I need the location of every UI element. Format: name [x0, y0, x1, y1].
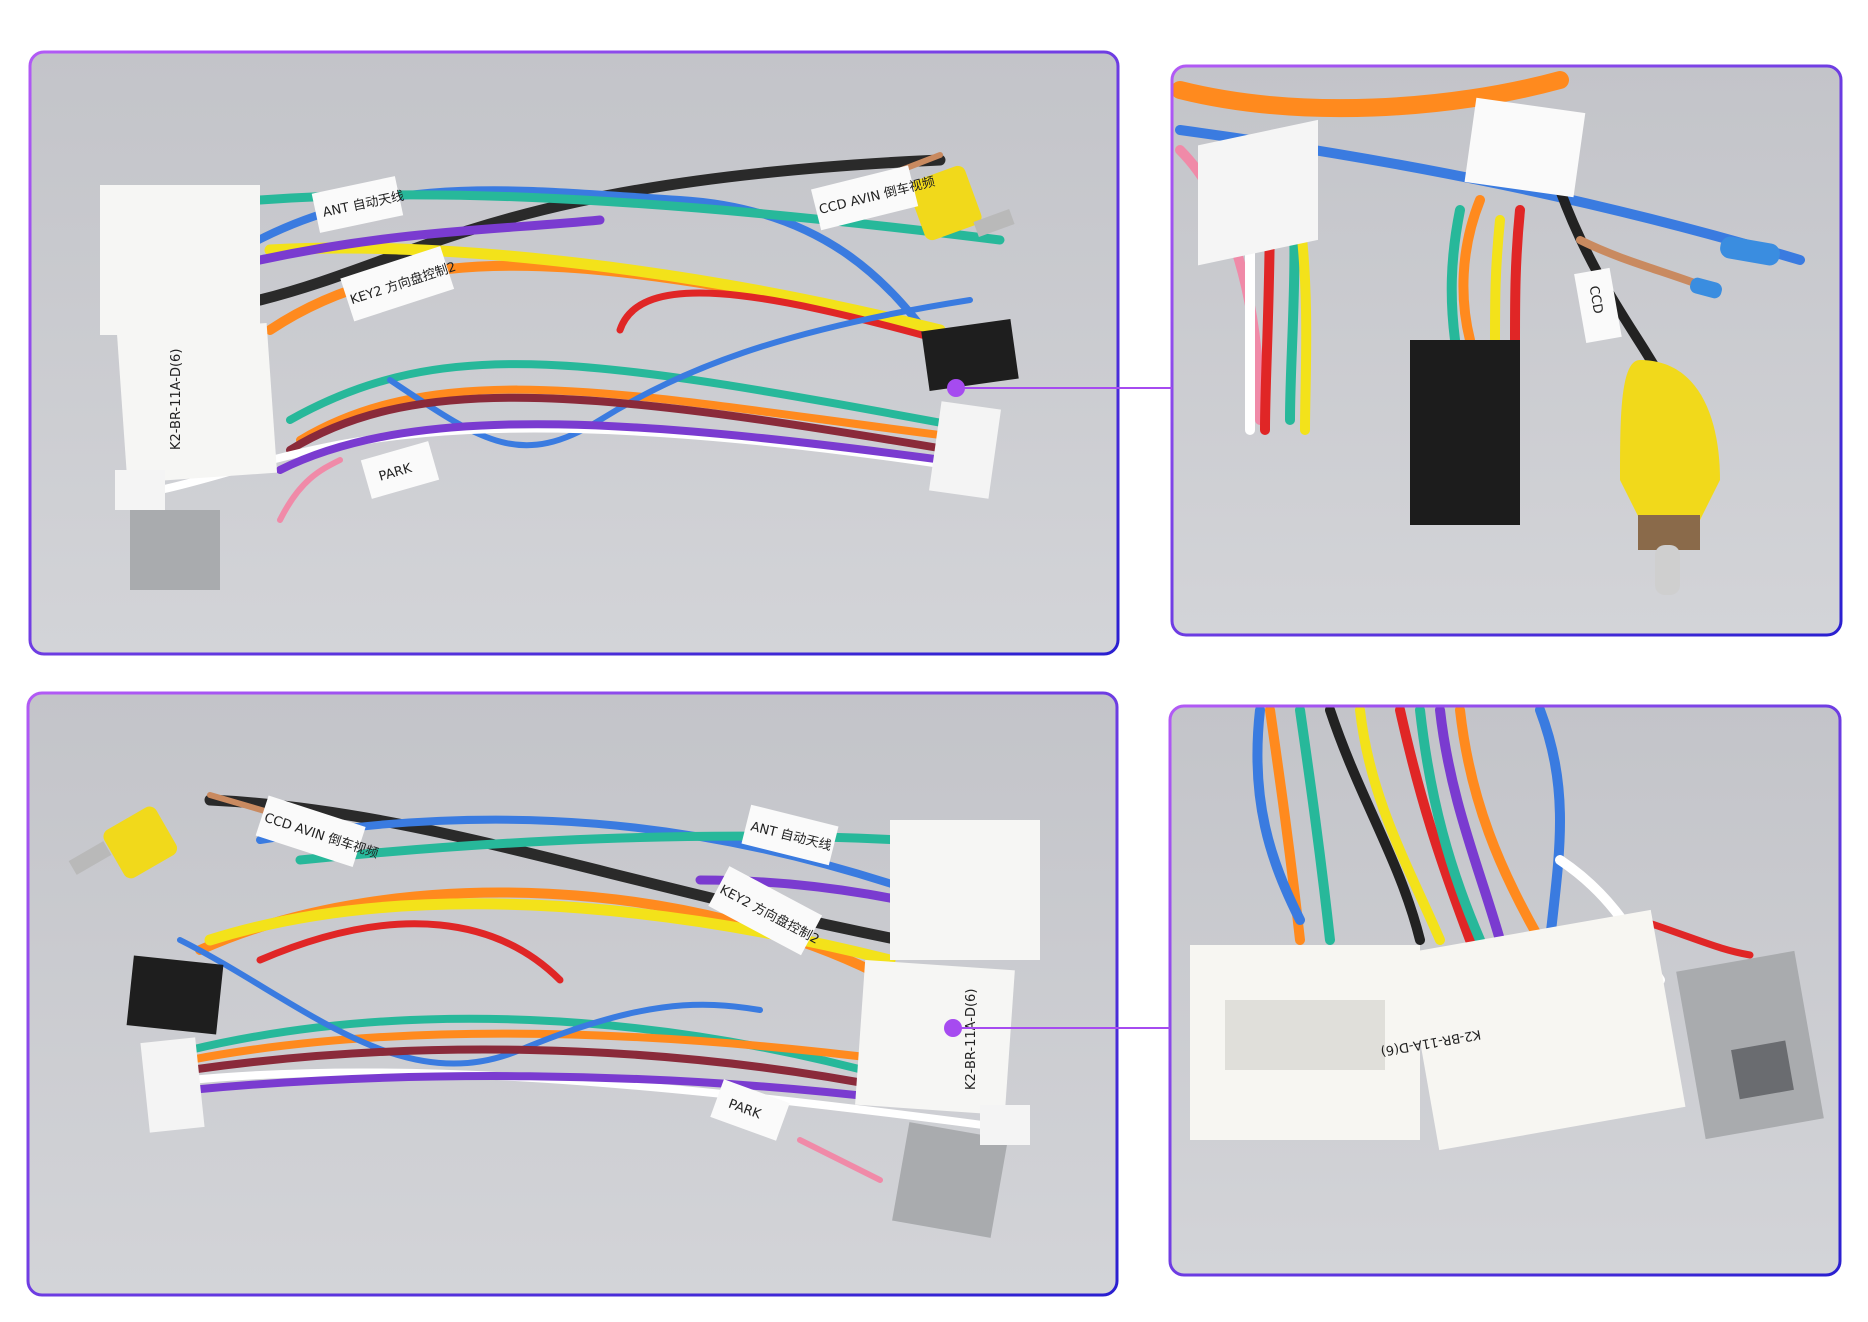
gray-plug-connector — [130, 510, 220, 590]
white-pin-connector — [1198, 119, 1318, 266]
panel-harness-top: ANT 自动天线 CCD AVIN 倒车视频 KEY2 方向盘控制2 K2-BR… — [28, 50, 1120, 656]
white-plug-connector-2 — [855, 959, 1015, 1116]
black-iso-connector — [1410, 340, 1520, 525]
panel-detail-rca: CCD — [1170, 64, 1843, 637]
callout-top — [947, 379, 1172, 397]
white-oem-plug-right — [1404, 909, 1686, 1151]
white-pin-connector — [929, 401, 1001, 499]
callout-dot — [944, 1019, 962, 1037]
yellow-rca-plug — [1620, 360, 1720, 520]
callout-bottom — [944, 1019, 1170, 1037]
black-iso-connector — [921, 319, 1019, 391]
white-pin-connector — [140, 1037, 205, 1133]
label-model: K2-BR-11A-D(6) — [169, 349, 184, 450]
yellow-rca-plug — [908, 165, 982, 241]
white-plug-connector — [890, 820, 1040, 960]
gray-plug-connector — [1676, 950, 1824, 1140]
white-plug-connector — [100, 185, 260, 335]
yellow-rca-plug — [103, 806, 178, 879]
white-plug-connector-2 — [116, 322, 278, 484]
label-ccd: CCD — [1586, 285, 1606, 315]
panel-harness-bottom: ANT 自动天线 CCD AVIN 倒车视频 KEY2 方向盘控制2 K2-BR… — [26, 691, 1119, 1297]
callout-dot — [947, 379, 965, 397]
label-model: K2-BR-11A-D(6) — [964, 989, 979, 1090]
gray-plug-connector — [892, 1122, 1008, 1238]
panel-detail-oem-plugs: K2-BR-11A-D(6) — [1168, 704, 1842, 1277]
black-iso-connector — [126, 955, 224, 1035]
